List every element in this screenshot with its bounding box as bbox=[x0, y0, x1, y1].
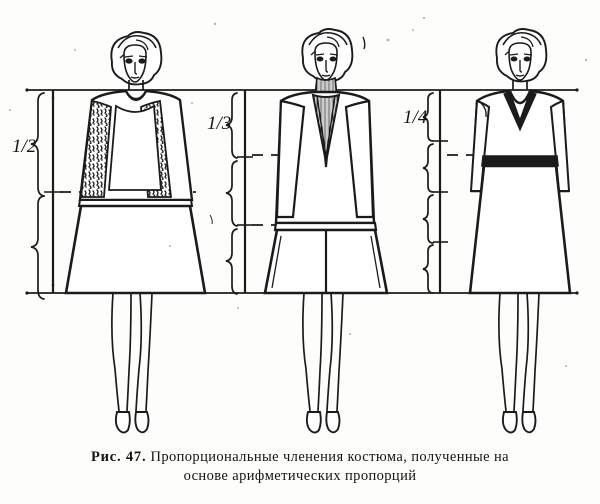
figure-2-group: 1/3 bbox=[207, 28, 389, 434]
figure-3-scale bbox=[422, 90, 448, 294]
caption-line-2: основе арифметических пропорций bbox=[183, 467, 417, 484]
figure-1-shoes bbox=[114, 411, 150, 434]
figure-3-head bbox=[495, 28, 548, 90]
figure-1-skirt bbox=[64, 204, 207, 295]
figure-1-group: 1/2 bbox=[12, 31, 207, 434]
figure-2-shoes bbox=[305, 411, 341, 434]
figure-3-shoes bbox=[501, 411, 537, 434]
figure-3-legs bbox=[498, 292, 540, 412]
caption-figure-number: Рис. 47. bbox=[90, 449, 147, 465]
figure-1-bodice bbox=[77, 89, 194, 207]
figure-2-bodice bbox=[273, 90, 378, 232]
figure-1-head bbox=[110, 31, 163, 90]
caption-line-1: Рис. 47. Пропорциональные членения костю… bbox=[0, 448, 600, 467]
costume-proportions-drawing: 1/2 bbox=[9, 16, 588, 434]
figure-3-skirt bbox=[468, 164, 572, 295]
figure-2-legs bbox=[302, 292, 344, 412]
figure-3-group: 1/4 bbox=[403, 28, 572, 434]
figure-1-ratio-label: 1/2 bbox=[12, 136, 37, 157]
figure-1-legs bbox=[111, 292, 153, 412]
figure-2-head bbox=[301, 28, 354, 83]
figure-2-scale bbox=[225, 90, 253, 295]
figure-1-scale bbox=[30, 90, 62, 300]
scan-artifacts bbox=[9, 16, 588, 367]
figure-2-skirt bbox=[263, 228, 389, 295]
figure-3-ratio-label: 1/4 bbox=[403, 107, 428, 128]
figure-2-ratio-label: 1/3 bbox=[207, 113, 231, 134]
figure-caption: Рис. 47. Пропорциональные членения костю… bbox=[0, 448, 600, 485]
caption-text-1: Пропорциональные членения костюма, получ… bbox=[150, 449, 510, 465]
illustration-canvas: 1/2 bbox=[9, 16, 588, 434]
figure-2-tick-marks bbox=[209, 36, 366, 225]
